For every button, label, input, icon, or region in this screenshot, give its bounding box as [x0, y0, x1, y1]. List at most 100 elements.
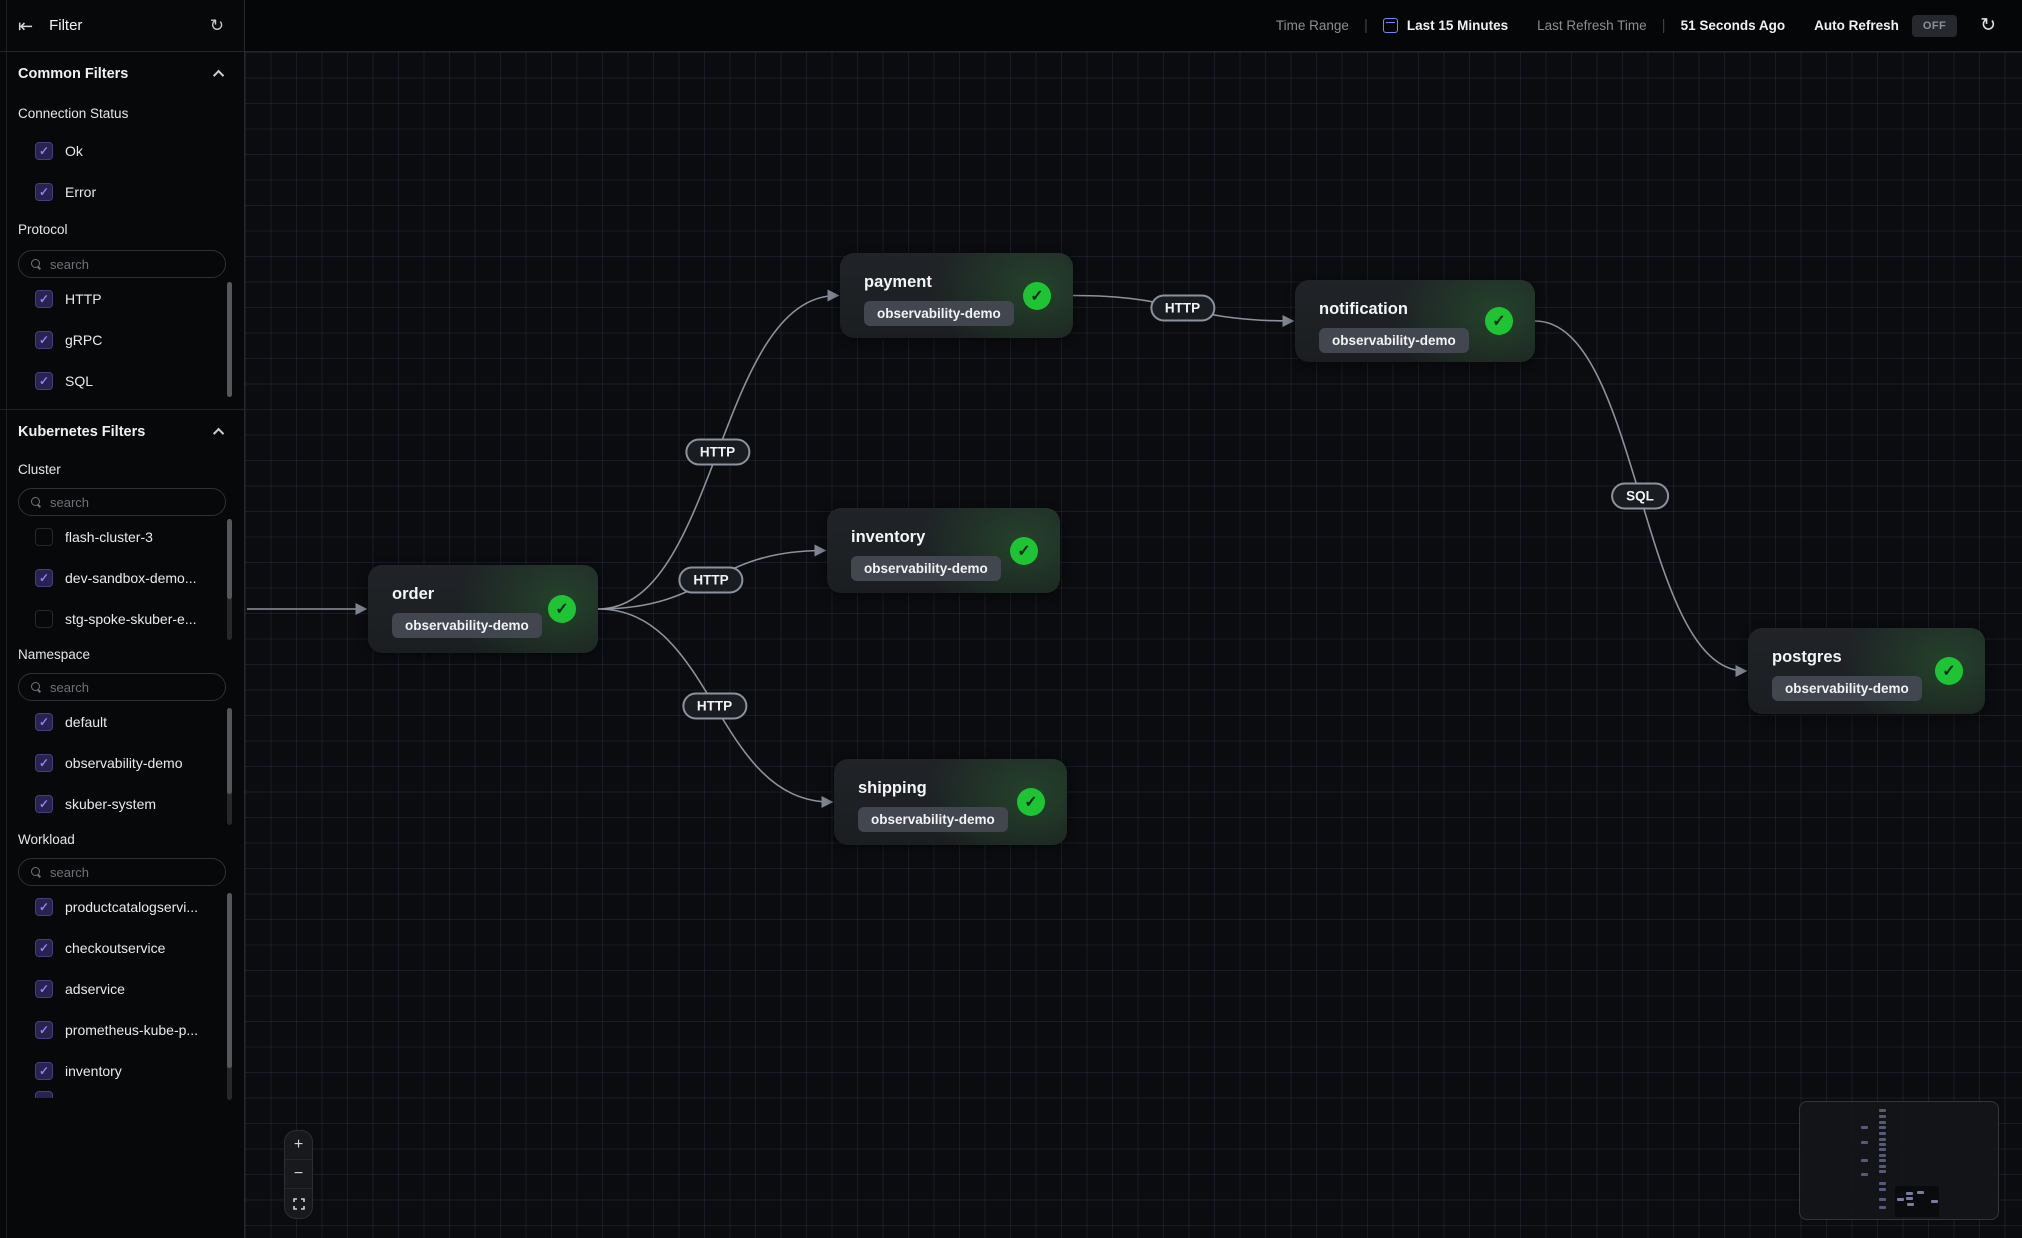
edge-protocol-label-http[interactable]: HTTP: [678, 566, 743, 593]
node-title: notification: [1319, 300, 1408, 319]
filter-option-error[interactable]: ✓Error: [0, 171, 244, 212]
filter-option-label: checkoutservice: [65, 940, 165, 956]
minimap-node-mark: [1907, 1203, 1914, 1206]
filter-option-ok[interactable]: ✓ Ok: [0, 130, 244, 171]
collapse-sidebar-icon[interactable]: ⇤: [18, 17, 33, 35]
workload-search-input[interactable]: [50, 865, 213, 880]
checkbox-checked[interactable]: ✓: [35, 569, 53, 587]
minimap-node-mark: [1879, 1126, 1886, 1129]
checkbox-checked[interactable]: ✓: [35, 795, 53, 813]
minimap-node-mark: [1879, 1198, 1886, 1201]
checkbox-checked[interactable]: ✓: [35, 142, 53, 160]
zoom-out-button[interactable]: −: [285, 1160, 312, 1189]
minimap-node-mark: [1861, 1141, 1868, 1144]
checkbox-unchecked[interactable]: [35, 528, 53, 546]
minimap-node-mark: [1879, 1170, 1886, 1173]
checkbox-checked[interactable]: ✓: [35, 939, 53, 957]
namespace-search-input[interactable]: [50, 680, 213, 695]
protocol-scrollbar[interactable]: [227, 282, 232, 397]
minimap[interactable]: [1799, 1101, 1999, 1220]
sidebar-title: Filter: [49, 17, 194, 34]
minimap-node-mark: [1879, 1143, 1886, 1146]
cluster-scrollbar[interactable]: [227, 519, 232, 640]
minimap-viewport[interactable]: [1895, 1186, 1939, 1217]
filter-option-label: default: [65, 714, 107, 730]
zoom-in-button[interactable]: +: [285, 1131, 312, 1160]
section-common-filters[interactable]: Common Filters: [0, 52, 244, 96]
section-kubernetes-filters[interactable]: Kubernetes Filters: [0, 410, 244, 454]
checkbox-checked[interactable]: ✓: [35, 183, 53, 201]
chevron-up-icon[interactable]: [213, 70, 224, 81]
workload-scrollbar[interactable]: [227, 893, 232, 1100]
node-postgres[interactable]: postgresobservability-demo✓: [1748, 628, 1985, 714]
filter-option-inventory[interactable]: ✓inventory: [0, 1050, 244, 1091]
filter-option-prometheus-kube-p-[interactable]: ✓prometheus-kube-p...: [0, 1009, 244, 1050]
filter-option-flash-cluster-3[interactable]: flash-cluster-3: [0, 516, 244, 557]
partially-visible-option: [0, 1091, 244, 1098]
minimap-node-mark: [1917, 1191, 1924, 1194]
time-range-selector[interactable]: Last 15 Minutes: [1383, 18, 1508, 33]
node-shipping[interactable]: shippingobservability-demo✓: [834, 759, 1067, 845]
filter-option-sql[interactable]: ✓SQL: [0, 360, 244, 401]
checkbox-checked[interactable]: ✓: [35, 290, 53, 308]
filter-option-skuber-system[interactable]: ✓skuber-system: [0, 783, 244, 824]
cluster-list: flash-cluster-3✓dev-sandbox-demo... stg-s…: [0, 516, 244, 639]
node-title: shipping: [858, 779, 927, 798]
workload-list: ✓productcatalogservi...✓checkoutservice✓…: [0, 886, 244, 1098]
fit-view-button[interactable]: [285, 1189, 312, 1218]
filter-option-default[interactable]: ✓ default: [0, 701, 244, 742]
minimap-node-mark: [1861, 1126, 1868, 1129]
protocol-search-input[interactable]: [50, 257, 213, 272]
filter-option-http[interactable]: ✓HTTP: [0, 278, 244, 319]
checkbox-unchecked[interactable]: [35, 610, 53, 628]
checkbox-checked[interactable]: ✓: [35, 754, 53, 772]
auto-refresh-toggle[interactable]: OFF: [1912, 15, 1957, 37]
checkbox-checked[interactable]: ✓: [35, 1021, 53, 1039]
refresh-icon[interactable]: ↻: [1980, 14, 1996, 37]
filter-option-label: productcatalogservi...: [65, 899, 198, 915]
node-order[interactable]: orderobservability-demo✓: [368, 565, 598, 653]
minimap-node-mark: [1879, 1188, 1886, 1191]
cluster-search[interactable]: [18, 488, 226, 516]
node-notification[interactable]: notificationobservability-demo✓: [1295, 280, 1535, 362]
namespace-search[interactable]: [18, 673, 226, 701]
node-title: payment: [864, 273, 932, 292]
edge-protocol-label-http[interactable]: HTTP: [682, 692, 747, 719]
checkbox-checked[interactable]: ✓: [35, 713, 53, 731]
status-ok-icon: ✓: [1935, 657, 1963, 685]
chevron-up-icon[interactable]: [213, 428, 224, 439]
time-range-value: Last 15 Minutes: [1407, 18, 1508, 33]
protocol-list: ✓HTTP✓gRPC✓SQL: [0, 278, 244, 401]
checkbox-checked[interactable]: ✓: [35, 372, 53, 390]
cluster-search-input[interactable]: [50, 495, 213, 510]
protocol-search[interactable]: [18, 250, 226, 278]
reset-filters-icon[interactable]: ↻: [210, 17, 224, 34]
checkbox-checked[interactable]: ✓: [35, 980, 53, 998]
filter-option-adservice[interactable]: ✓adservice: [0, 968, 244, 1009]
node-payment[interactable]: paymentobservability-demo✓: [840, 253, 1073, 338]
last-refresh-value: 51 Seconds Ago: [1681, 18, 1786, 33]
search-icon: [31, 259, 41, 269]
namespace-scrollbar[interactable]: [227, 708, 232, 825]
edge-protocol-label-http[interactable]: HTTP: [685, 439, 750, 466]
topology-canvas[interactable]: orderobservability-demo✓paymentobservabi…: [245, 52, 2022, 1238]
filter-option-label: stg-spoke-skuber-e...: [65, 611, 197, 627]
cluster-label: Cluster: [0, 454, 244, 484]
minimap-node-mark: [1897, 1198, 1904, 1201]
checkbox-checked[interactable]: ✓: [35, 898, 53, 916]
status-ok-icon: ✓: [1010, 537, 1038, 565]
filter-option-productcatalogservi-[interactable]: ✓ productcatalogservi...: [0, 886, 244, 927]
filter-option-label: Ok: [65, 143, 83, 159]
filter-option-grpc[interactable]: ✓gRPC: [0, 319, 244, 360]
workload-search[interactable]: [18, 858, 226, 886]
filter-option-observability-demo[interactable]: ✓observability-demo: [0, 742, 244, 783]
filter-option-stg-spoke-skuber-e-[interactable]: stg-spoke-skuber-e...: [0, 598, 244, 639]
edge-protocol-label-sql[interactable]: SQL: [1611, 483, 1669, 510]
namespace-badge: observability-demo: [392, 613, 542, 638]
edge-protocol-label-http[interactable]: HTTP: [1150, 295, 1215, 322]
filter-option-dev-sandbox-demo-[interactable]: ✓dev-sandbox-demo...: [0, 557, 244, 598]
filter-option-checkoutservice[interactable]: ✓ checkoutservice: [0, 927, 244, 968]
node-inventory[interactable]: inventoryobservability-demo✓: [827, 508, 1060, 593]
checkbox-checked[interactable]: ✓: [35, 1062, 53, 1080]
checkbox-checked[interactable]: ✓: [35, 331, 53, 349]
